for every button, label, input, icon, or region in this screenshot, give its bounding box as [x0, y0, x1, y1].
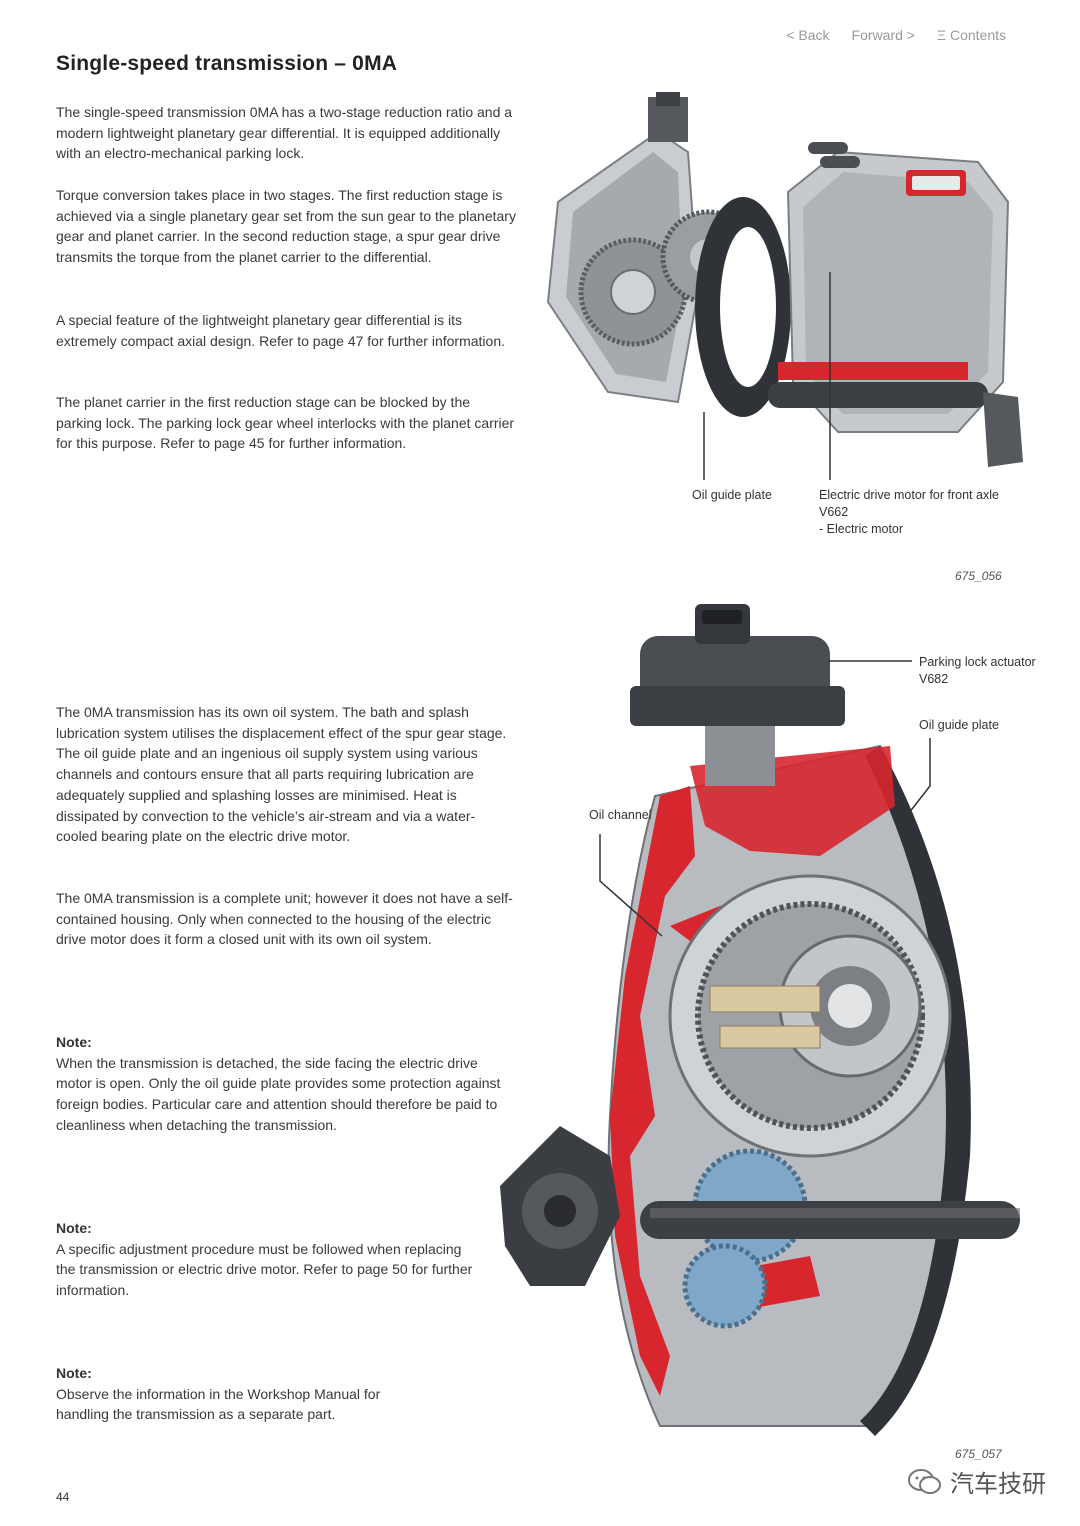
watermark: 汽车技研 [908, 1464, 1046, 1499]
note-text: A specific adjustment procedure must be … [56, 1240, 473, 1299]
figure-cutaway-transmission [500, 604, 1020, 1436]
label-line: Electric drive motor for front axle [819, 488, 999, 502]
label-oil-guide-plate-2: Oil guide plate [919, 718, 999, 732]
wechat-icon [908, 1468, 941, 1494]
leader-line-oil-channel [599, 834, 663, 937]
paragraph-differential: A special feature of the lightweight pla… [56, 312, 505, 349]
watermark-text: 汽车技研 [950, 1471, 1046, 1498]
note-title: Note: [56, 1034, 92, 1050]
note-title: Note: [56, 1365, 92, 1381]
leader-line-oil-guide-plate [904, 738, 931, 819]
note-text: When the transmission is detached, the s… [56, 1054, 501, 1133]
label-electric-drive-motor: Electric drive motor for front axle V662… [819, 487, 999, 538]
figure-id: 675_056 [955, 569, 1002, 583]
label-line: - Electric motor [819, 522, 904, 536]
label-line: V682 [919, 672, 949, 686]
page-title: Single-speed transmission – 0MA [56, 52, 398, 75]
label-parking-lock-actuator: Parking lock actuator V682 [919, 654, 1036, 688]
note-title: Note: [56, 1220, 92, 1236]
label-line: V662 [819, 505, 849, 519]
paragraph-oil-system: The 0MA transmission has its own oil sys… [56, 704, 507, 845]
forward-link[interactable]: Forward > [851, 27, 915, 43]
label-line: Parking lock actuator [919, 655, 1036, 669]
page-number: 44 [56, 1490, 70, 1504]
paragraph-intro: The single-speed transmission 0MA has a … [56, 104, 513, 162]
contents-link[interactable]: Ξ Contents [936, 27, 1006, 43]
paragraph-complete-unit: The 0MA transmission is a complete unit;… [56, 890, 513, 948]
figure-exploded-transmission [546, 92, 1023, 480]
figure-id: 675_057 [955, 1447, 1002, 1461]
top-navigation: < Back Forward > Ξ Contents [786, 27, 1006, 43]
paragraph-parking-lock: The planet carrier in the first reductio… [56, 394, 515, 452]
note-workshop-manual: Note: Observe the information in the Wor… [56, 1363, 436, 1425]
label-oil-channel: Oil channel [589, 808, 652, 822]
paragraph-torque-conversion: Torque conversion takes place in two sta… [56, 187, 516, 266]
note-adjustment: Note: A specific adjustment procedure mu… [56, 1218, 476, 1301]
note-text: Observe the information in the Workshop … [56, 1385, 381, 1423]
back-link[interactable]: < Back [786, 27, 830, 43]
note-detached: Note: When the transmission is detached,… [56, 1032, 516, 1136]
label-oil-guide-plate: Oil guide plate [692, 488, 772, 502]
